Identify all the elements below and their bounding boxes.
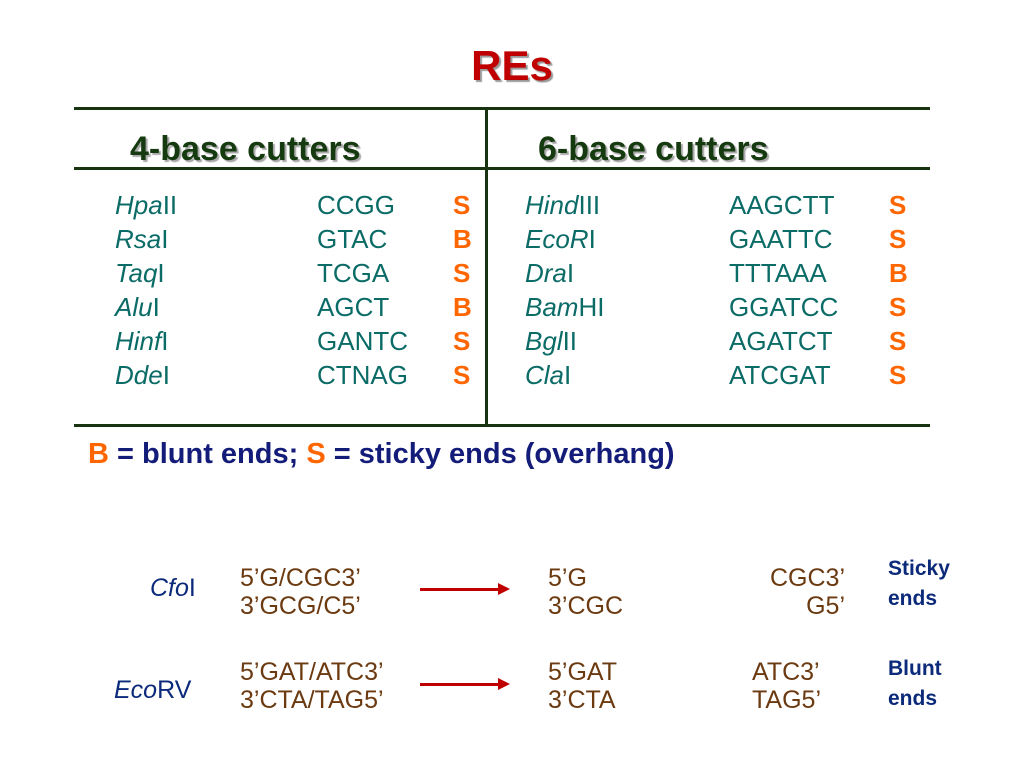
end-type: B bbox=[889, 258, 908, 288]
enzyme-row: BamHI GGATCC S bbox=[525, 290, 920, 324]
example-enzyme-name: CfoI bbox=[150, 574, 196, 602]
end-type: S bbox=[889, 360, 907, 390]
four-base-header: 4-base cutters bbox=[130, 130, 361, 168]
fragment-right: ATC3’TAG5’ bbox=[752, 658, 821, 714]
recognition-site: AGCT bbox=[317, 292, 390, 322]
fragment-right: CGC3’G5’ bbox=[769, 564, 845, 620]
enzyme-row: BglII AGATCT S bbox=[525, 324, 920, 358]
enzyme-row: AluI AGCT B bbox=[115, 290, 480, 324]
recognition-site: GTAC bbox=[317, 224, 388, 254]
enzyme-row: EcoRI GAATTC S bbox=[525, 222, 920, 256]
cut-arrow bbox=[420, 683, 500, 686]
recognition-site: ATCGAT bbox=[729, 360, 831, 390]
enzyme-name: HpaII bbox=[115, 190, 178, 220]
end-type-legend: B = blunt ends; S = sticky ends (overhan… bbox=[88, 438, 675, 471]
end-type: S bbox=[889, 224, 907, 254]
enzyme-name: DraI bbox=[525, 258, 575, 288]
end-type: S bbox=[453, 258, 471, 288]
enzyme-row: ClaI ATCGAT S bbox=[525, 358, 920, 392]
enzyme-row: HinfI GANTC S bbox=[115, 324, 480, 358]
enzyme-name: TaqI bbox=[115, 258, 165, 288]
recognition-site: GAATTC bbox=[729, 224, 833, 254]
legend-s-text: = sticky ends (overhang) bbox=[325, 438, 675, 470]
end-type: S bbox=[453, 360, 471, 390]
enzyme-name: HinfI bbox=[115, 326, 169, 356]
end-type: S bbox=[889, 326, 907, 356]
enzyme-row: HpaII CCGG S bbox=[115, 188, 480, 222]
legend-s: S bbox=[306, 438, 326, 470]
enzyme-name: ClaI bbox=[525, 360, 572, 390]
recognition-site: TTTAAA bbox=[729, 258, 827, 288]
cut-arrowhead bbox=[498, 678, 510, 690]
recognition-site: AAGCTT bbox=[729, 190, 835, 220]
slide-title: REs bbox=[471, 42, 553, 89]
six-base-header: 6-base cutters bbox=[538, 130, 769, 168]
enzyme-name: HindIII bbox=[525, 190, 601, 220]
end-type: S bbox=[889, 292, 907, 322]
cut-arrowhead bbox=[498, 583, 510, 595]
legend-b-text: = blunt ends; bbox=[108, 438, 307, 470]
end-type: B bbox=[453, 224, 472, 254]
legend-b: B bbox=[88, 438, 109, 470]
enzyme-name: RsaI bbox=[115, 224, 169, 254]
enzyme-name: BamHI bbox=[525, 292, 605, 322]
example-site: 5’GAT/ATC3’3’CTA/TAG5’ bbox=[240, 658, 384, 714]
enzyme-name: DdeI bbox=[115, 360, 170, 390]
end-type: B bbox=[453, 292, 472, 322]
end-type: S bbox=[453, 190, 471, 220]
recognition-site: CCGG bbox=[317, 190, 395, 220]
recognition-site: GGATCC bbox=[729, 292, 839, 322]
recognition-site: CTNAG bbox=[317, 360, 408, 390]
recognition-site: GANTC bbox=[317, 326, 408, 356]
enzyme-row: RsaI GTAC B bbox=[115, 222, 480, 256]
example-site: 5’G/CGC3’3’GCG/C5’ bbox=[240, 564, 361, 620]
enzyme-row: DdeI CTNAG S bbox=[115, 358, 480, 392]
enzyme-row: DraI TTTAAA B bbox=[525, 256, 920, 290]
table-bottom-rule bbox=[74, 424, 930, 427]
enzyme-row: TaqI TCGA S bbox=[115, 256, 480, 290]
recognition-site: AGATCT bbox=[729, 326, 833, 356]
enzyme-name: EcoRI bbox=[525, 224, 596, 254]
end-type: S bbox=[453, 326, 471, 356]
enzyme-name: BglII bbox=[525, 326, 578, 356]
enzyme-name: AluI bbox=[115, 292, 160, 322]
recognition-site: TCGA bbox=[317, 258, 390, 288]
column-divider bbox=[485, 109, 488, 424]
table-top-rule bbox=[74, 107, 930, 110]
enzyme-row: HindIII AAGCTT S bbox=[525, 188, 920, 222]
cut-arrow bbox=[420, 588, 500, 591]
end-type: S bbox=[889, 190, 907, 220]
example-enzyme-name: EcoRV bbox=[114, 676, 192, 704]
header-rule bbox=[74, 167, 930, 170]
